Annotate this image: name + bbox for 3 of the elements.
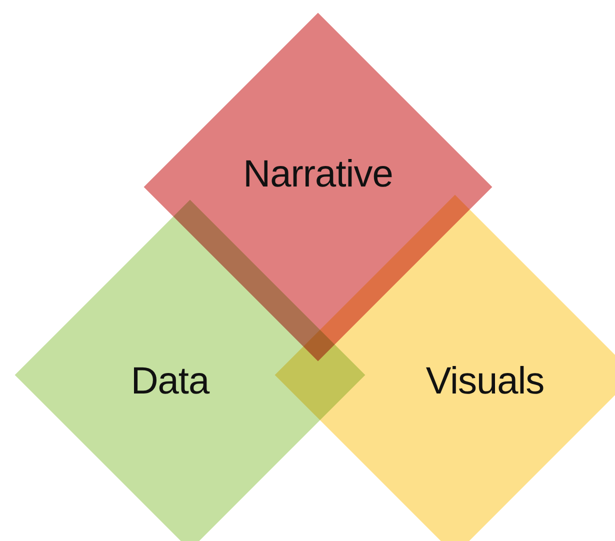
diamond-label: Data (130, 360, 210, 404)
diamond-label: Visuals (426, 360, 544, 404)
diamond-label: Narrative (243, 154, 393, 196)
